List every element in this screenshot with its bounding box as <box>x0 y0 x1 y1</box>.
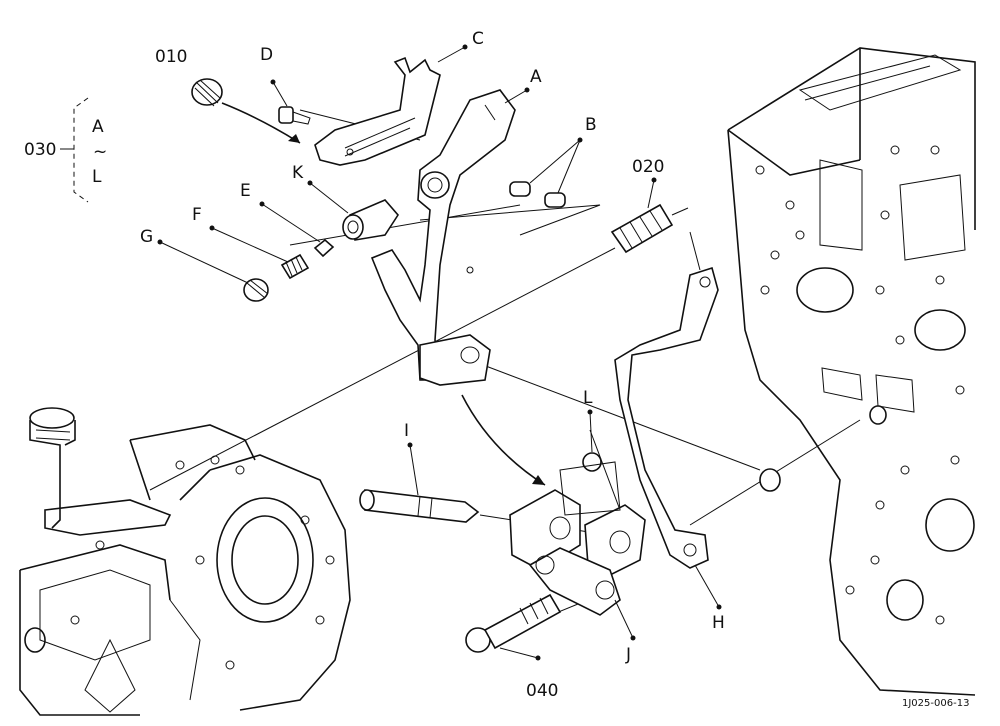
part-f-spring <box>280 253 310 280</box>
part-040-bolt <box>465 593 562 653</box>
label-010: 010 <box>155 47 187 67</box>
bushing <box>759 405 887 492</box>
label-a: A <box>530 67 542 87</box>
part-k-bushing <box>342 199 399 241</box>
part-e-pin <box>313 238 335 258</box>
figure-code: 1J025-006-13 <box>902 698 969 709</box>
engine-block <box>727 47 976 696</box>
part-i-shaft <box>359 489 480 523</box>
range-end-label: L <box>92 167 102 187</box>
gear-case <box>19 407 351 716</box>
assembly-arrows <box>221 102 546 486</box>
label-j: J <box>625 645 631 665</box>
part-d-pin <box>278 106 311 125</box>
label-f: F <box>192 205 202 225</box>
label-040: 040 <box>526 681 558 701</box>
part-b-dowels <box>509 181 566 208</box>
leader-lines <box>157 44 722 661</box>
label-k: K <box>292 163 304 183</box>
label-g: G <box>140 227 153 247</box>
part-a-fork-lever <box>370 89 516 386</box>
assembly-guide-lines <box>149 109 861 641</box>
label-d: D <box>260 45 273 65</box>
part-010-plug <box>191 78 223 107</box>
label-i: I <box>404 421 409 441</box>
range-tilde: ~ <box>93 142 107 162</box>
label-e: E <box>240 181 251 201</box>
part-g-plug <box>243 278 269 302</box>
label-c: C <box>472 29 484 49</box>
range-bracket-030 <box>60 97 89 203</box>
label-030: 030 <box>24 140 56 160</box>
label-h: H <box>712 613 725 633</box>
part-h-lever-arm <box>614 266 719 569</box>
label-020: 020 <box>632 157 664 177</box>
label-b: B <box>585 115 597 135</box>
part-j-bracket <box>509 461 646 616</box>
range-start-label: A <box>92 117 104 137</box>
part-c-lever-plate <box>314 56 441 166</box>
part-020-spring <box>610 203 689 254</box>
part-l-circlip <box>582 452 602 472</box>
callout-labels: C D 010 A B K E F G 020 L I H J 040 030 … <box>24 29 969 709</box>
label-l: L <box>583 388 593 408</box>
